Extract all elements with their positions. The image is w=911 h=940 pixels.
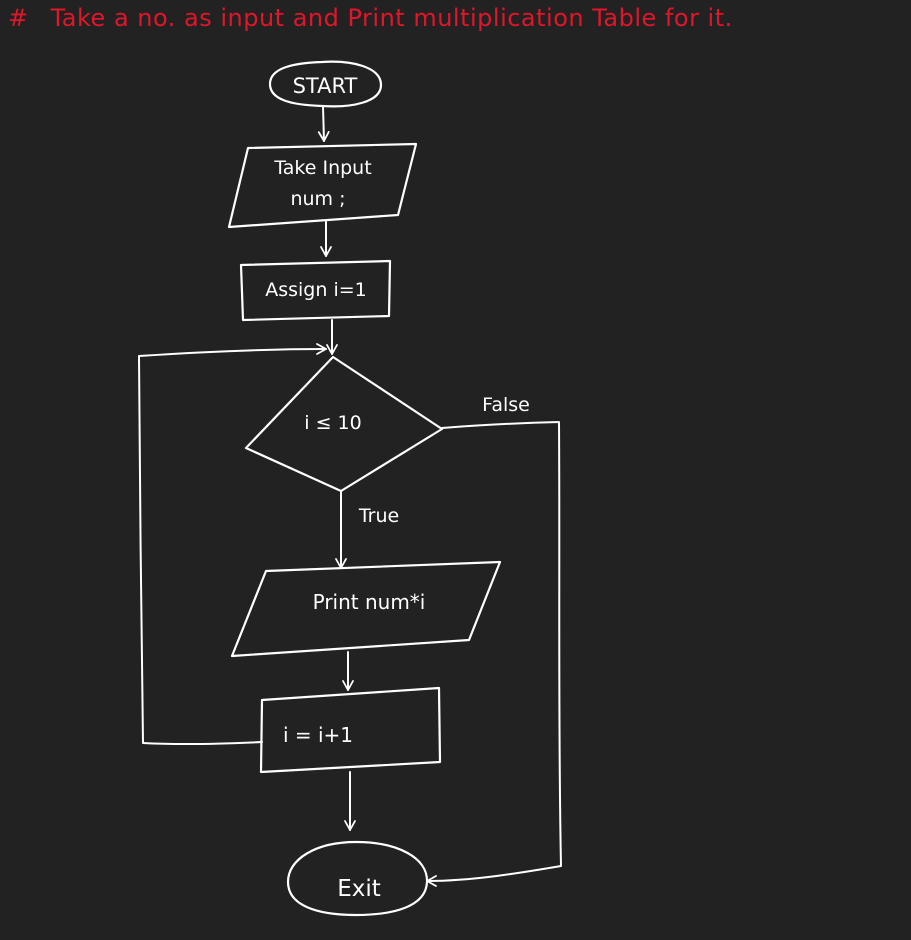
false-label: False xyxy=(482,394,530,416)
start-node: START xyxy=(268,60,383,108)
input-label-line2: num ; xyxy=(290,188,345,210)
increment-node: i = i+1 xyxy=(259,686,442,774)
assign-node: Assign i=1 xyxy=(239,259,392,322)
start-label: START xyxy=(293,74,358,98)
title-text: Take a no. as input and Print multiplica… xyxy=(50,4,733,32)
arrow-loop-back xyxy=(138,343,327,746)
true-label: True xyxy=(358,505,399,527)
print-label: Print num*i xyxy=(313,590,426,614)
assign-label: Assign i=1 xyxy=(265,279,367,301)
arrow-false-to-exit xyxy=(426,421,562,887)
decision-node: i ≤ 10 xyxy=(244,355,444,493)
input-node: Take Input num ; xyxy=(227,142,418,229)
increment-label: i = i+1 xyxy=(283,723,353,747)
print-node: Print num*i xyxy=(230,560,502,658)
exit-node: Exit xyxy=(286,840,429,917)
decision-label: i ≤ 10 xyxy=(304,412,361,434)
exit-label: Exit xyxy=(337,876,381,902)
hash-symbol: # xyxy=(8,4,29,32)
input-label-line1: Take Input xyxy=(273,157,371,179)
arrow-start-to-input xyxy=(317,105,330,142)
page-title: # Take a no. as input and Print multiplic… xyxy=(8,4,733,32)
